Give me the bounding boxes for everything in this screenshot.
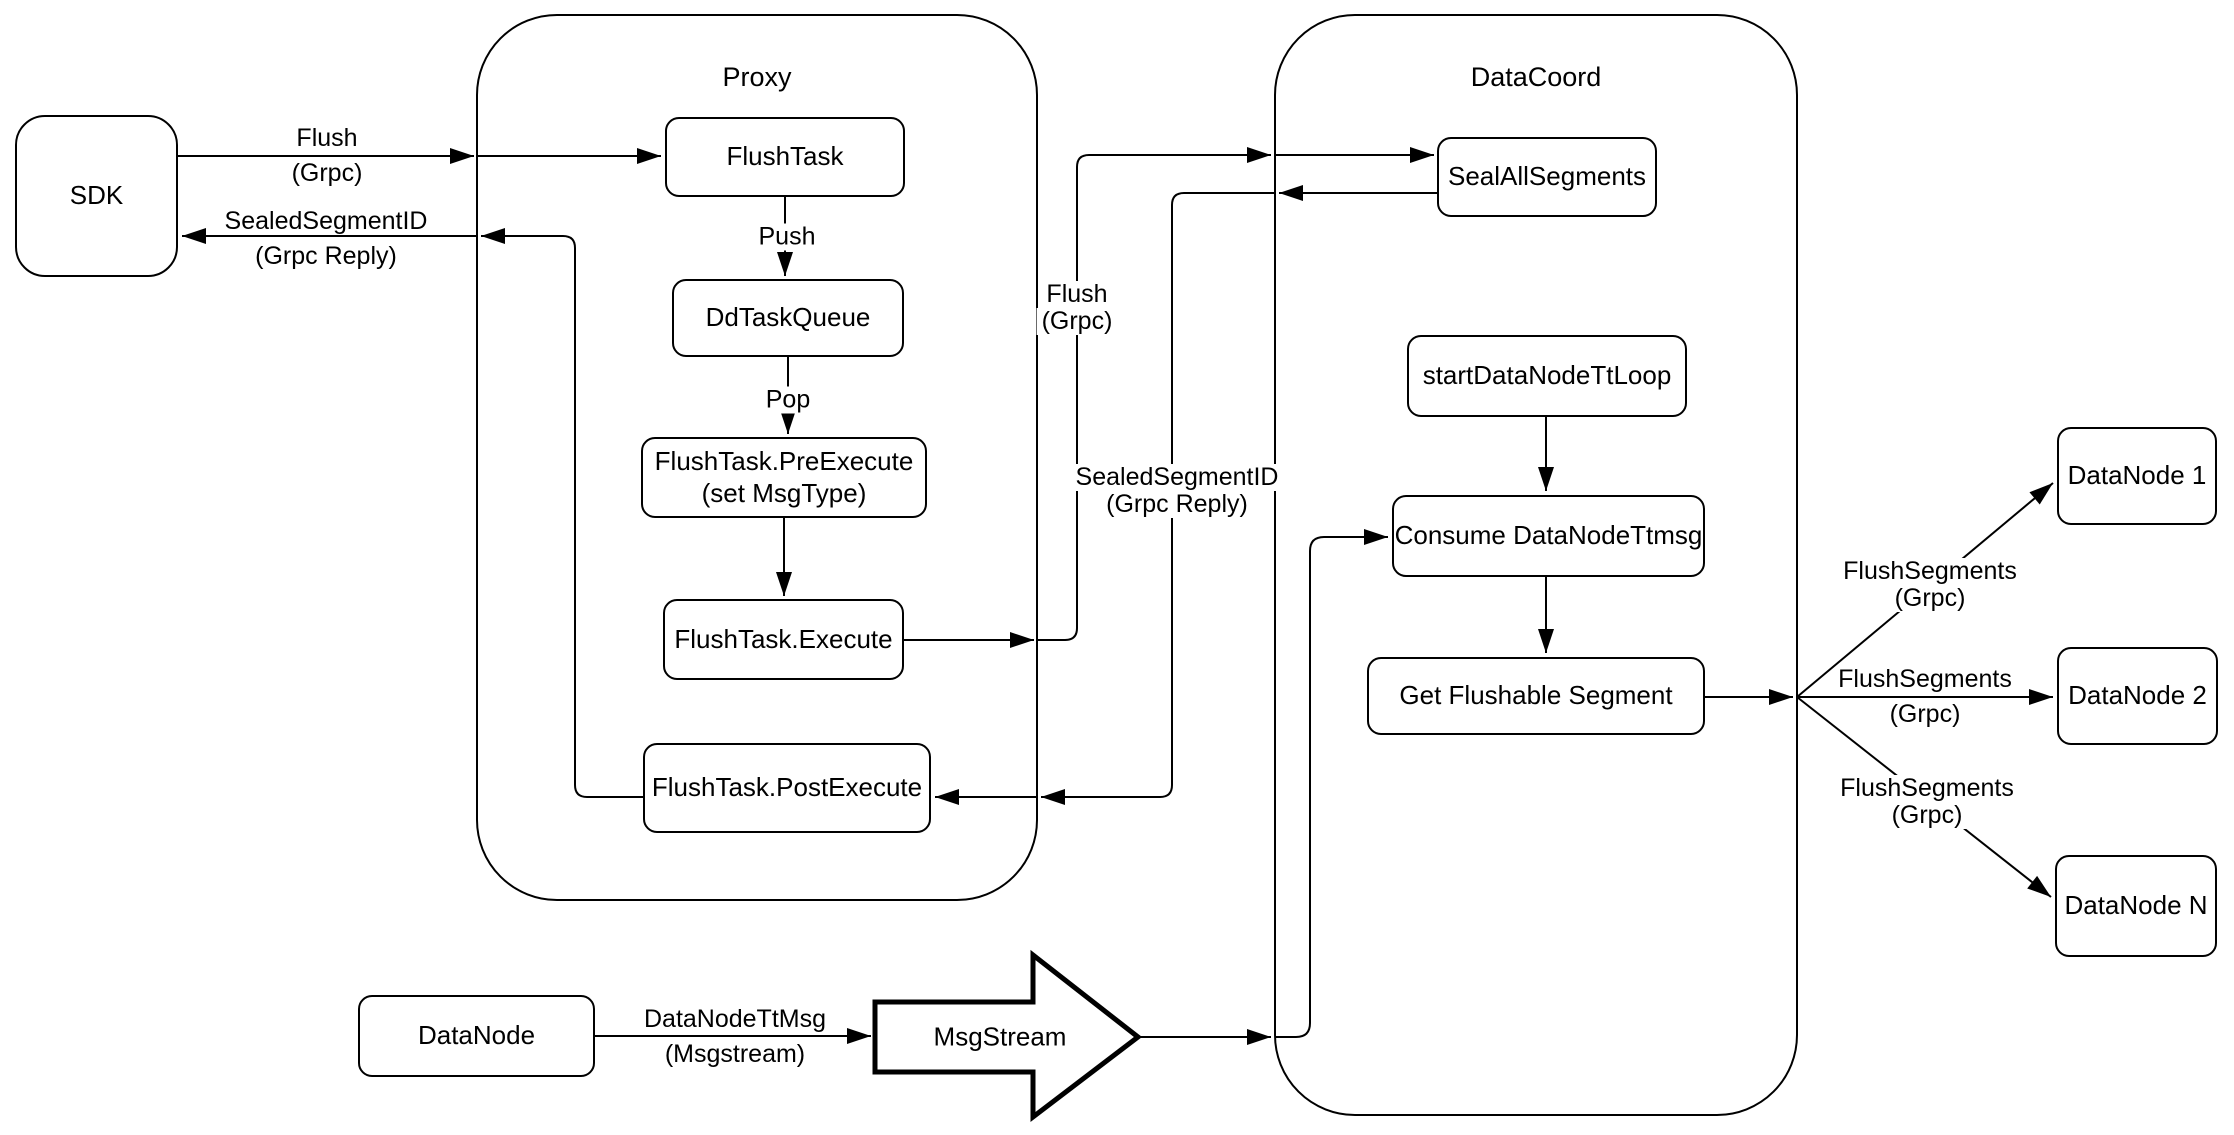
node-ddtaskqueue: DdTaskQueue: [672, 279, 904, 357]
node-get-flushable-segment: Get Flushable Segment: [1367, 657, 1705, 735]
node-datanode-n: DataNode N: [2055, 855, 2217, 957]
edge-label-pop: Pop: [760, 386, 816, 414]
node-datanode-1: DataNode 1: [2057, 427, 2217, 525]
node-flushtask-execute: FlushTask.Execute: [663, 599, 904, 680]
edge-label-push: Push: [753, 223, 821, 251]
node-datanode-2: DataNode 2: [2057, 647, 2218, 745]
edge-label-sealedsegmentid-sdk: SealedSegmentID (Grpc Reply): [224, 207, 428, 270]
edge-label-datanodettmsg: DataNodeTtMsg (Msgstream): [643, 1005, 827, 1068]
datacoord-container-title: DataCoord: [1470, 62, 1602, 92]
node-flushtask: FlushTask: [665, 117, 905, 197]
node-sealallsegments: SealAllSegments: [1437, 137, 1657, 217]
node-startdatanodettloop: startDataNodeTtLoop: [1407, 335, 1687, 417]
edge-label-flush-grpc-datacoord: Flush (Grpc): [1036, 281, 1118, 335]
edge-label-flush-grpc-sdk: Flush (Grpc): [291, 124, 363, 187]
proxy-container-outline: [476, 14, 1038, 901]
node-consume-datanodettmsg: Consume DataNodeTtmsg: [1392, 495, 1705, 577]
edge-postexecute-to-proxy-edge: [481, 228, 643, 798]
node-flushtask-preexecute: FlushTask.PreExecute (set MsgType): [641, 437, 927, 518]
msgstream-block-arrow: [872, 949, 1143, 1123]
datacoord-container-outline: [1274, 14, 1798, 1116]
node-datanode: DataNode: [358, 995, 595, 1077]
proxy-container-title: Proxy: [722, 62, 792, 92]
edge-label-flushsegments-1: FlushSegments (Grpc): [1838, 558, 2022, 612]
node-flushtask-postexecute: FlushTask.PostExecute: [643, 743, 931, 833]
edge-label-flushsegments-n: FlushSegments (Grpc): [1835, 775, 2019, 829]
edge-proxy-to-datacoord-flush: [1037, 147, 1271, 641]
edge-datacoord-to-consume: [1275, 529, 1388, 1038]
node-msgstream-label: MsgStream: [933, 1021, 1067, 1052]
edge-label-flushsegments-2: FlushSegments (Grpc): [1838, 665, 2012, 728]
node-sdk: SDK: [15, 115, 178, 277]
edge-label-sealedsegmentid-proxy: SealedSegmentID (Grpc Reply): [1070, 464, 1284, 518]
